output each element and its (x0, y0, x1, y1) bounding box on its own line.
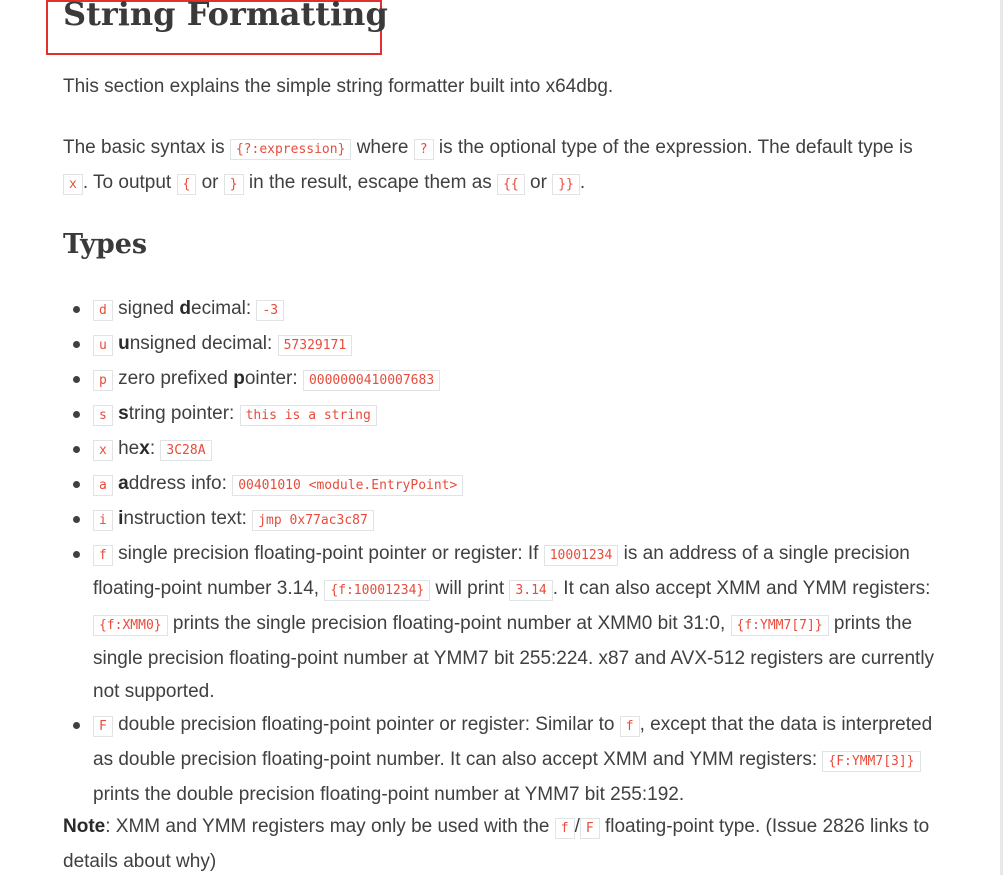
type-example: 3C28A (160, 440, 212, 461)
syntax-text: is the optional type of the expression. … (433, 137, 913, 158)
inline-code: {f:XMM0} (93, 615, 168, 636)
type-desc: tring pointer: (128, 403, 240, 424)
type-letter: i (118, 508, 124, 529)
syntax-text: The basic syntax is (63, 137, 230, 158)
syntax-text: or (524, 172, 553, 193)
type-desc: ddress info: (128, 473, 233, 494)
inline-code: F (579, 818, 600, 839)
type-example: 00401010 <module.EntryPoint> (232, 475, 464, 496)
type-desc: double precision floating-point pointer … (112, 714, 620, 735)
list-item: d signed decimal: -3 (73, 292, 943, 327)
type-desc: prints the single precision floating-poi… (93, 613, 935, 702)
bullet-icon (73, 411, 80, 418)
inline-code: 10001234 (543, 545, 619, 566)
type-desc: ecimal: (191, 298, 257, 319)
bullet-icon (73, 376, 80, 383)
type-letter: u (118, 333, 130, 354)
type-example: -3 (256, 300, 285, 321)
list-item: x hex: 3C28A (73, 432, 943, 467)
type-desc: . It can also accept XMM and YMM registe… (552, 578, 931, 599)
code-type-placeholder: ? (413, 139, 434, 160)
type-desc: he (118, 438, 140, 459)
note-text: / (574, 816, 580, 837)
types-heading: Types (63, 229, 148, 260)
types-list: d signed decimal: -3 u unsigned decimal:… (73, 292, 943, 811)
inline-code: 3.14 (509, 580, 553, 601)
inline-code: {f:YMM7[7]} (730, 615, 829, 636)
inline-code: f (619, 716, 640, 737)
list-item-float-double: F double precision floating-point pointe… (73, 708, 943, 811)
type-letter: p (233, 368, 245, 389)
type-example: this is a string (239, 405, 377, 426)
syntax-text: in the result, escape them as (243, 172, 498, 193)
type-desc: prints the double precision floating-poi… (93, 784, 685, 805)
list-item: p zero prefixed pointer: 000000041000768… (73, 362, 943, 397)
list-item: u unsigned decimal: 57329171 (73, 327, 943, 362)
code-open-brace: { (176, 174, 197, 195)
bullet-icon (73, 306, 80, 313)
type-code: f (93, 545, 113, 566)
bullet-icon (73, 481, 80, 488)
type-code: d (93, 300, 113, 321)
inline-code: f (554, 818, 575, 839)
code-expression-syntax: {?:expression} (229, 139, 352, 160)
list-item-float-single: f single precision floating-point pointe… (73, 537, 943, 708)
bullet-icon (73, 551, 80, 558)
type-desc: prints the single precision floating-poi… (167, 613, 731, 634)
type-desc: single precision floating-point pointer … (112, 543, 544, 564)
type-desc: nstruction text: (123, 508, 253, 529)
type-desc: zero prefixed (118, 368, 234, 389)
syntax-text: or (196, 172, 224, 193)
bullet-icon (73, 516, 80, 523)
inline-code: {f:10001234} (324, 580, 431, 601)
inline-code: {F:YMM7[3]} (822, 751, 921, 772)
type-code: p (93, 370, 113, 391)
bullet-icon (73, 722, 80, 729)
type-letter: s (118, 403, 129, 424)
type-code: a (93, 475, 113, 496)
type-example: 0000000410007683 (302, 370, 441, 391)
bullet-icon (73, 341, 80, 348)
syntax-text: where (351, 137, 414, 158)
syntax-text: . (579, 172, 586, 193)
type-code: F (93, 716, 113, 737)
type-code: x (93, 440, 113, 461)
code-close-brace: } (223, 174, 244, 195)
code-escaped-close: }} (552, 174, 580, 195)
type-desc: nsigned decimal: (129, 333, 278, 354)
intro-paragraph: This section explains the simple string … (63, 76, 614, 97)
bullet-icon (73, 446, 80, 453)
page-title: String Formatting (63, 0, 388, 33)
list-item: a address info: 00401010 <module.EntryPo… (73, 467, 943, 502)
type-example: 57329171 (277, 335, 353, 356)
type-letter: a (118, 473, 129, 494)
note-label: Note (63, 816, 106, 837)
type-code: i (93, 510, 113, 531)
list-item: s string pointer: this is a string (73, 397, 943, 432)
list-item: i instruction text: jmp 0x77ac3c87 (73, 502, 943, 537)
type-desc: : (149, 438, 161, 459)
type-desc: ointer: (244, 368, 303, 389)
type-desc: , except that the data is interpreted as… (93, 714, 933, 770)
type-desc: will print (430, 578, 510, 599)
note-text: : XMM and YMM registers may only be used… (105, 816, 555, 837)
code-escaped-open: {{ (497, 174, 525, 195)
title-highlight-box (46, 0, 382, 55)
syntax-paragraph: The basic syntax is {?:expression} where… (63, 131, 943, 201)
code-default-type: x (63, 174, 83, 195)
note-paragraph: Note: XMM and YMM registers may only be … (63, 810, 943, 878)
type-letter: d (179, 298, 191, 319)
type-code: s (93, 405, 113, 426)
type-desc: is an address of a single precision floa… (93, 543, 910, 599)
type-code: u (93, 335, 113, 356)
note-text: floating-point type. (Issue 2826 links t… (63, 816, 930, 872)
type-letter: x (139, 438, 150, 459)
syntax-text: . To output (82, 172, 177, 193)
type-desc: signed (118, 298, 180, 319)
type-example: jmp 0x77ac3c87 (252, 510, 374, 531)
vertical-scrollbar[interactable] (1000, 0, 1003, 875)
